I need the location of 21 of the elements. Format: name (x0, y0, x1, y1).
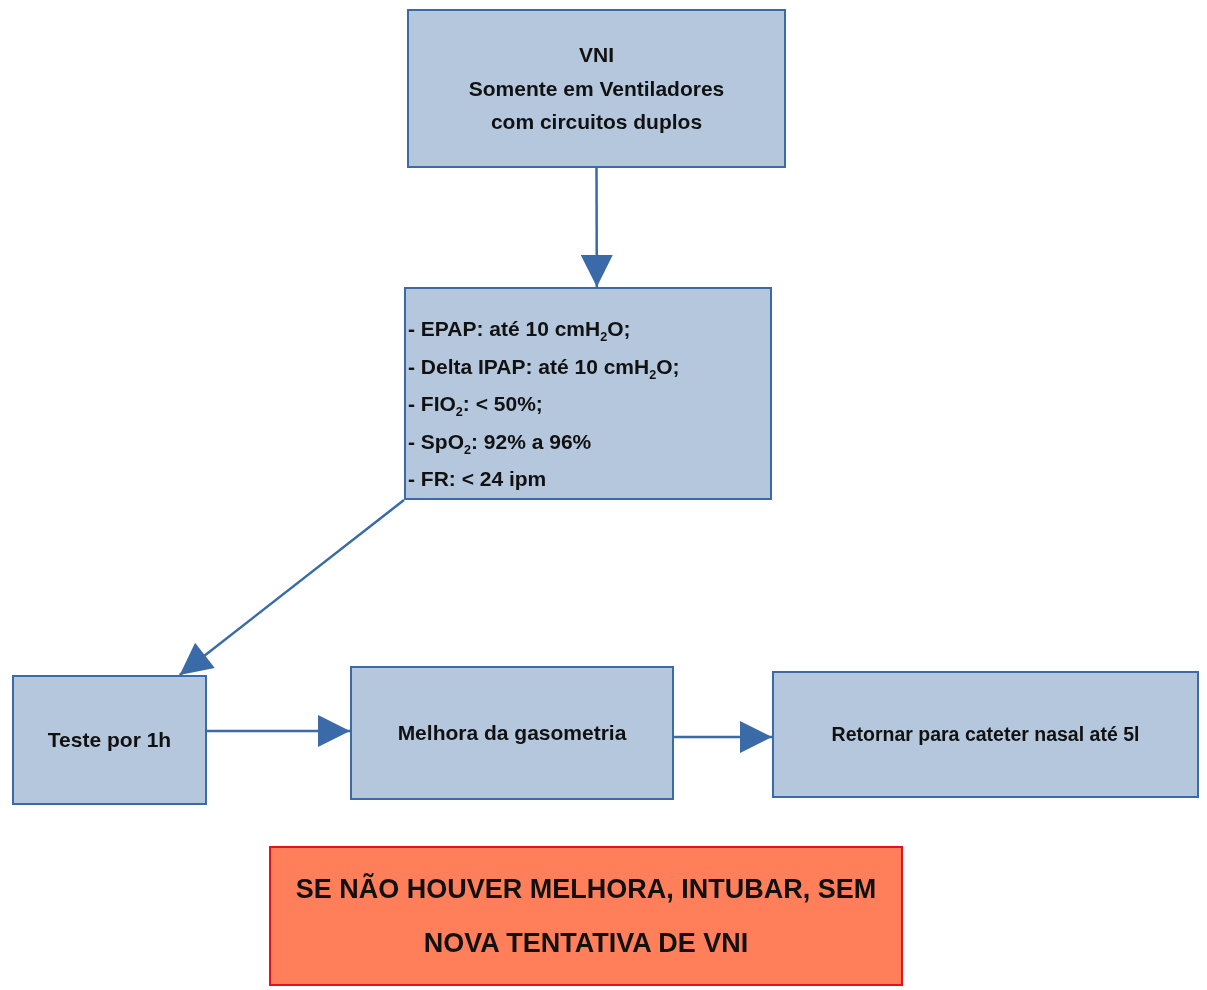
box-text: Teste por 1h (47, 727, 172, 754)
list-item: - Delta IPAP: até 10 cmH$_{2}$O; (408, 353, 680, 384)
process-box (407, 9, 786, 168)
list-item: - EPAP: até 10 cmH$_{2}$O; (408, 316, 631, 347)
arrow (207, 714, 350, 747)
process-box (404, 287, 772, 500)
warning-box (269, 846, 903, 986)
arrow (178, 499, 405, 676)
process-box (350, 666, 674, 800)
box-text: Somente em Ventiladores com circuitos duplos (467, 75, 726, 136)
list-item: - FR: < 24 ipm (408, 466, 547, 493)
box-text: Melhora da gasometria (397, 720, 627, 747)
arrow (580, 168, 613, 287)
list-item: - FIO$_{2}$: < 50%; (408, 391, 543, 422)
arrow (674, 721, 772, 754)
process-box (772, 671, 1199, 798)
box-text: VNI (579, 42, 614, 69)
box-text: Retornar para cateter nasal até 5l (831, 721, 1140, 747)
box-text: SE NÃO HOUVER MELHORA, INTUBAR, SEM NOVA TENTATIVA DE VNI (294, 872, 878, 960)
process-box (12, 675, 207, 805)
list-item: - SpO$_{2}$: 92% a 96% (408, 428, 592, 459)
